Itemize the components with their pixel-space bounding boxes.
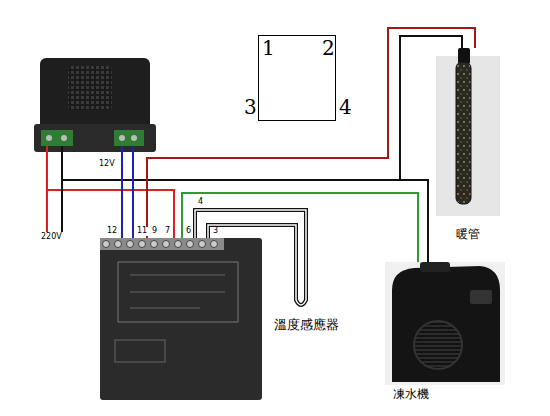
voltage-label: 220V (40, 233, 63, 242)
terminal-number: 9 (151, 227, 158, 236)
terminal-square: 1234 (258, 35, 336, 121)
terminal-screw (103, 241, 110, 248)
wire-black (62, 146, 428, 262)
heater-backdrop (436, 56, 500, 216)
terminal-screws (103, 241, 218, 248)
terminal-screw (119, 135, 125, 141)
chiller-port (420, 262, 450, 272)
terminal-number: 7 (164, 227, 171, 236)
terminal-screw (131, 135, 137, 141)
terminal-block (114, 130, 144, 146)
component-label: 暖管 (456, 228, 480, 241)
corner-number: 2 (322, 37, 335, 59)
transformer-grill (68, 66, 112, 110)
terminal-number: 3 (212, 227, 219, 236)
terminal-strip (100, 238, 224, 250)
sensor-cable (195, 210, 306, 305)
terminal-screw (187, 241, 194, 248)
terminal-screw (139, 241, 146, 248)
terminal-number: 12 (106, 227, 118, 236)
printed-schematic (130, 275, 225, 276)
heater-node: 暖管 (436, 56, 500, 248)
terminal-number: 11 (136, 227, 148, 236)
printed-marking (115, 340, 165, 362)
sensor-cable (195, 210, 306, 305)
terminal-screw (199, 241, 206, 248)
controller-body (100, 238, 262, 400)
printed-schematic (130, 308, 200, 309)
chiller-node: 凍水機 (385, 262, 505, 404)
terminal-number: 4 (197, 198, 204, 207)
corner-number: 1 (262, 37, 275, 59)
chiller-body (392, 266, 500, 382)
wire-black (400, 36, 462, 180)
heater (436, 48, 500, 216)
terminal-screw (175, 241, 182, 248)
wire-red (147, 28, 475, 238)
terminal-screw (163, 241, 170, 248)
printed-schematic (118, 262, 238, 322)
voltage-label: 12V (98, 160, 116, 169)
chiller-backdrop (385, 262, 505, 385)
terminal-screw (211, 241, 218, 248)
component-label: 凍水機 (393, 388, 429, 401)
transformer-base (34, 124, 156, 152)
wire-blue (132, 146, 134, 238)
chiller-panel (470, 290, 492, 304)
chiller-fan (414, 321, 462, 369)
terminal-number: 6 (185, 227, 192, 236)
wire-green (182, 193, 418, 262)
corner-number: 3 (244, 96, 257, 118)
corner-number: 4 (339, 96, 352, 118)
wire-blue (121, 146, 123, 238)
terminal-screw (127, 241, 134, 248)
transformer-body (40, 58, 150, 130)
component-label: 溫度感應器 (274, 318, 339, 332)
printed-schematic (130, 292, 225, 293)
transformer (34, 58, 156, 152)
terminal-screw (151, 241, 158, 248)
chiller (385, 262, 505, 385)
heater-tube (456, 62, 471, 204)
wire-red (47, 146, 174, 238)
terminal-block (41, 130, 73, 146)
terminal-screw (46, 135, 52, 141)
terminal-screw (61, 135, 67, 141)
terminal-screw (115, 241, 122, 248)
wires (47, 28, 475, 305)
sensor-node: 溫度感應器 (270, 316, 360, 336)
controller (100, 238, 262, 400)
